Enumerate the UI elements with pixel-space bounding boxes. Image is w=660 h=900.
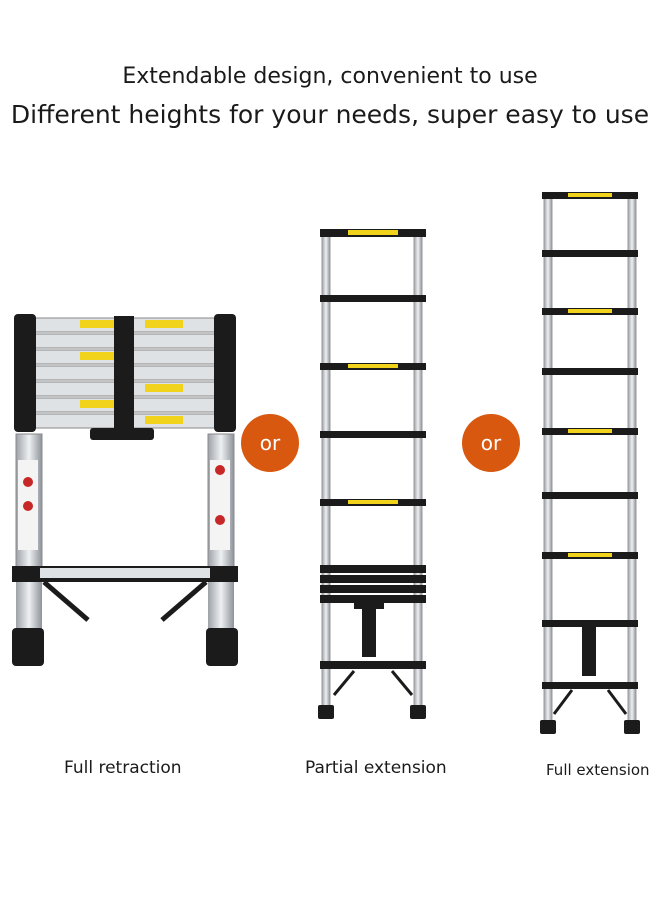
caption-full-retraction: Full retraction — [64, 758, 182, 778]
or-separator-1: or — [241, 414, 299, 472]
caption-full-extension: Full extension — [546, 761, 650, 779]
caption-partial-extension: Partial extension — [305, 758, 447, 778]
ladder-retracted-illustration — [12, 314, 238, 666]
or-separator-2: or — [462, 414, 520, 472]
ladder-extended-illustration — [540, 192, 640, 734]
ladder-partial-illustration — [318, 229, 426, 719]
headline-line-2: Different heights for your needs, super … — [10, 100, 650, 129]
headline-line-1: Extendable design, convenient to use — [122, 64, 538, 89]
